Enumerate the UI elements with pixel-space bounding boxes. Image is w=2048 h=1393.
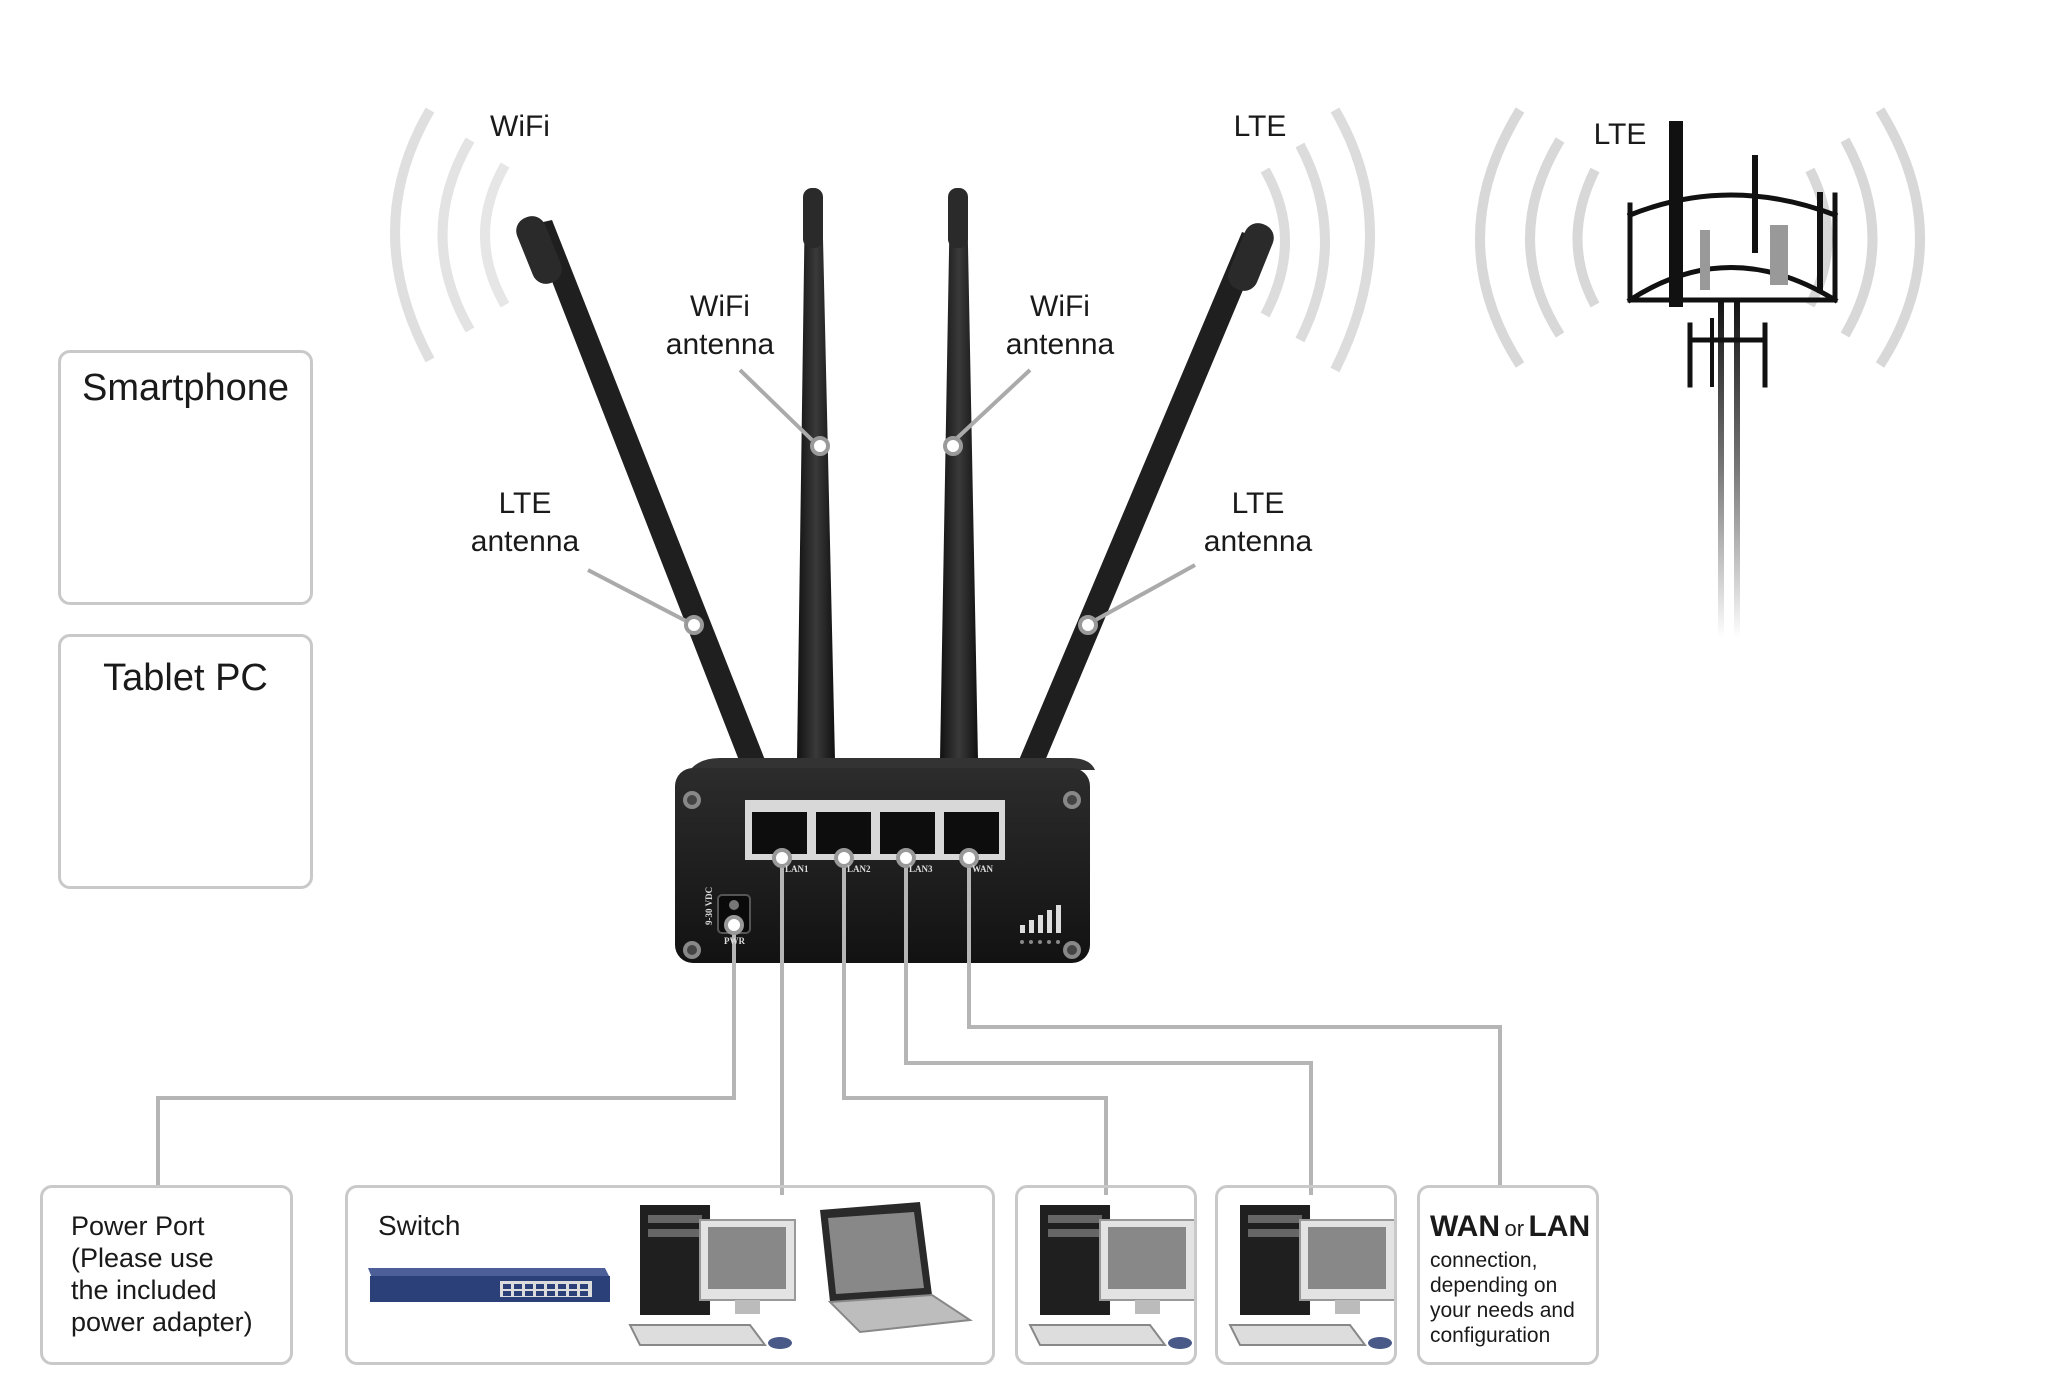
label-line: antenna	[1005, 327, 1115, 361]
tablet-label: Tablet PC	[103, 657, 268, 699]
smartphone-box: Smartphone	[58, 350, 313, 605]
antenna-pointers	[587, 368, 1196, 624]
lte-antenna-label-right: LTE antenna	[1188, 485, 1328, 560]
network-switch-icon	[368, 1268, 610, 1302]
tower-lte-label: LTE	[1593, 118, 1647, 151]
label-line: WiFi	[690, 290, 750, 323]
power-port-text: Power Port (Please use the included powe…	[71, 1210, 253, 1338]
pc-box-lan3	[1215, 1185, 1397, 1365]
cell-tower-icon	[1626, 121, 1839, 638]
lte-antenna-label-left: LTE antenna	[455, 485, 595, 560]
power-port-box: Power Port (Please use the included powe…	[40, 1185, 293, 1365]
wan-lan-title: WAN or LAN	[1430, 1210, 1590, 1244]
wifi-antenna-label-left: WiFi antenna	[650, 288, 790, 363]
lte-antenna-right	[1019, 223, 1274, 768]
wan-lan-box: WAN or LAN connection, depending on your…	[1417, 1185, 1599, 1365]
text-line: configuration	[1430, 1324, 1551, 1347]
desktop-pc-icon-1	[628, 1205, 796, 1349]
port-label-wan: WAN	[972, 864, 994, 874]
connector-lines	[156, 858, 1502, 1195]
text-line: the included	[71, 1275, 217, 1305]
port-label-lan3: LAN3	[909, 864, 933, 874]
laptop-icon	[820, 1202, 973, 1334]
router-icon	[675, 758, 1095, 963]
label-line: antenna	[470, 524, 580, 558]
label-line: antenna	[665, 327, 775, 361]
port-label-voltage: 9-30 VDC	[704, 887, 714, 925]
port-label-lan1: LAN1	[785, 864, 809, 874]
smartphone-label: Smartphone	[81, 367, 289, 409]
wifi-antenna-right	[940, 188, 978, 760]
text-line: (Please use	[71, 1243, 214, 1273]
label-line: WiFi	[1030, 290, 1090, 323]
pc-box-lan2	[1015, 1185, 1197, 1365]
label-line: LTE	[1231, 487, 1285, 520]
port-dots	[724, 848, 979, 935]
lan-word: LAN	[1528, 1210, 1591, 1243]
wan-word: WAN	[1430, 1210, 1500, 1243]
port-label-power: PWR	[724, 936, 745, 946]
wan-lan-description: connection, depending on your needs and …	[1430, 1248, 1575, 1348]
desktop-pc-icon-3	[1228, 1205, 1396, 1349]
switch-box: Switch	[345, 1185, 995, 1365]
text-line: Power Port	[71, 1211, 205, 1241]
or-word: or	[1504, 1216, 1525, 1241]
switch-label: Switch	[378, 1210, 461, 1241]
lte-antenna-left	[516, 216, 765, 768]
tablet-box: Tablet PC	[58, 634, 313, 889]
router-port-labels: LAN1 LAN2 LAN3 WAN PWR 9-30 VDC	[704, 864, 994, 946]
wifi-antenna-left	[797, 188, 835, 760]
label-line: LTE	[498, 487, 552, 520]
lte-signal-label: LTE	[1233, 110, 1287, 143]
text-line: power adapter)	[71, 1307, 253, 1337]
text-line: depending on	[1430, 1274, 1558, 1297]
text-line: connection,	[1430, 1249, 1538, 1272]
wifi-signal-label: WiFi	[490, 110, 550, 143]
lte-signal-waves	[1260, 107, 1375, 373]
wifi-antenna-label-right: WiFi antenna	[990, 288, 1130, 363]
text-line: your needs and	[1430, 1299, 1575, 1322]
desktop-pc-icon-2	[1028, 1205, 1196, 1349]
label-line: antenna	[1203, 524, 1313, 558]
port-label-lan2: LAN2	[847, 864, 871, 874]
wifi-signal-waves	[390, 107, 510, 363]
antenna-pointer-dots	[684, 436, 1098, 635]
